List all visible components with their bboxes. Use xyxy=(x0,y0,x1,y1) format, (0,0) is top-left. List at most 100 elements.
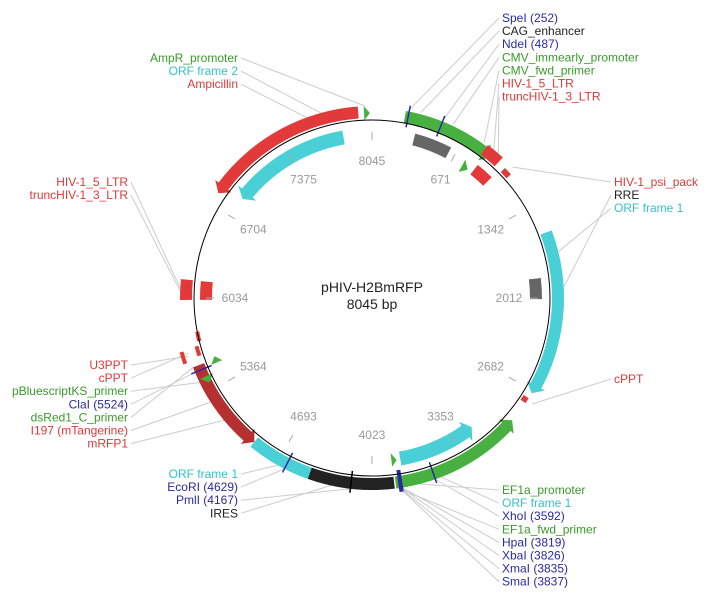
feature-label: HIV-1_5_LTR xyxy=(502,77,574,91)
feature-label: HIV-1_psi_pack xyxy=(614,175,699,189)
feature-label: Ampicillin xyxy=(187,77,238,91)
leader-line xyxy=(240,485,331,514)
feature-label: U3PPT xyxy=(89,358,128,372)
leader-line xyxy=(130,181,181,289)
feature-label: IRES xyxy=(210,506,238,520)
feature-label: cPPT xyxy=(99,371,129,385)
tick-label: 6704 xyxy=(240,223,267,237)
leader-line xyxy=(130,401,211,431)
leader-line xyxy=(493,83,500,150)
tick-label: 671 xyxy=(431,172,451,186)
feature-label: truncHIV-1_3_LTR xyxy=(502,90,601,104)
feature-label: ORF frame 1 xyxy=(169,467,239,481)
pbluescript-primer-mark xyxy=(200,373,213,383)
hiv-5-ltr-block xyxy=(480,144,503,167)
tick-mark xyxy=(450,154,456,162)
feature-label: XhoI (3592) xyxy=(502,509,565,523)
feature-label: pBluescriptKS_primer xyxy=(12,384,128,398)
tick-label: 5364 xyxy=(240,359,267,373)
leader-line xyxy=(402,487,500,543)
leader-line xyxy=(497,96,500,154)
feature-label: ORF frame 1 xyxy=(614,201,684,215)
feature-label: XbaI (3826) xyxy=(502,549,565,563)
feature-label: cPPT xyxy=(614,372,644,386)
orf-frame-1-lower-arc xyxy=(398,421,473,466)
ampicillin-arc xyxy=(215,106,359,194)
tick-label: 3353 xyxy=(427,410,454,424)
feature-label: XmaI (3835) xyxy=(502,562,568,576)
tick-mark xyxy=(508,214,517,220)
u3ppt-mark xyxy=(179,351,188,365)
tick-label: 2682 xyxy=(477,360,504,374)
leader-line xyxy=(442,43,500,121)
trunc-hiv-3-ltr-block xyxy=(470,164,492,186)
feature-label: truncHIV-1_3_LTR xyxy=(30,188,129,202)
feature-label: mRFP1 xyxy=(87,437,128,451)
tick-label: 8045 xyxy=(359,154,386,168)
leader-line xyxy=(483,70,500,143)
feature-label: CAG_enhancer xyxy=(502,24,585,38)
leader-line xyxy=(240,83,307,118)
tick-mark xyxy=(288,153,294,162)
leader-line xyxy=(240,464,278,475)
leader-line xyxy=(130,352,189,379)
orf-frame-2-arc xyxy=(238,130,345,201)
leader-line xyxy=(531,378,612,405)
tick-label: 7375 xyxy=(290,172,317,186)
leader-line xyxy=(435,478,500,517)
feature-label: NdeI (487) xyxy=(502,37,559,51)
orf-frame-1-left-arc xyxy=(250,437,312,479)
tick-label: 2012 xyxy=(496,291,523,305)
tick-mark xyxy=(450,434,456,443)
feature-label: EF1a_fwd_primer xyxy=(502,522,597,536)
leader-line xyxy=(558,207,612,253)
leader-line xyxy=(409,17,500,111)
feature-label: EcoRI (4629) xyxy=(167,480,238,494)
trunc-hiv-3-ltr-left-block xyxy=(200,281,213,300)
leader-line xyxy=(563,194,612,288)
ef1a-fwd-primer-mark xyxy=(390,452,397,467)
hiv-5-ltr-left-block xyxy=(180,279,193,301)
cag-enhancer-block xyxy=(412,133,452,159)
leader-line xyxy=(397,487,500,530)
tick-mark xyxy=(227,376,236,382)
leader-line xyxy=(240,57,366,107)
tick-label: 4023 xyxy=(359,428,386,442)
tick-mark xyxy=(288,434,294,443)
tick-mark xyxy=(508,376,516,382)
leader-line xyxy=(130,355,190,366)
ampr-promoter-mark xyxy=(363,106,370,121)
feature-label: EF1a_promoter xyxy=(502,483,585,497)
leader-line xyxy=(420,30,500,113)
feature-label: CMV_immearly_promoter xyxy=(502,50,639,64)
feature-label: ClaI (5524) xyxy=(69,397,128,411)
feature-label: ORF frame 2 xyxy=(169,64,239,78)
leader-line xyxy=(441,476,500,504)
mrfp1-arc xyxy=(192,363,255,444)
leader-lines xyxy=(130,17,612,583)
leader-line xyxy=(419,483,500,491)
leader-line xyxy=(240,468,285,488)
feature-arcs xyxy=(179,105,564,493)
feature-label: PmlI (4167) xyxy=(176,493,238,507)
cag-enhancer-arc xyxy=(403,111,491,161)
leader-line xyxy=(130,367,194,418)
leader-line xyxy=(240,488,351,501)
tick-labels: 8045671134220122682335340234693536460346… xyxy=(205,132,539,465)
feature-label: HpaI (3819) xyxy=(502,535,565,549)
leader-line xyxy=(399,487,500,583)
feature-label: AmpR_promoter xyxy=(150,51,238,65)
dsred-primer-mark xyxy=(211,356,223,365)
feature-label: CMV_fwd_primer xyxy=(502,63,595,77)
backbone-circle xyxy=(193,119,551,477)
tick-label: 6034 xyxy=(222,291,249,305)
leader-line xyxy=(240,70,322,114)
tick-mark xyxy=(227,214,236,220)
orf-frame-1-right-arc xyxy=(527,230,564,394)
leader-line xyxy=(130,419,225,445)
cmv-fwd-primer-mark xyxy=(458,159,468,172)
feature-label: I197 (mTangerine) xyxy=(31,424,128,438)
leader-line xyxy=(452,57,500,125)
feature-label: ORF frame 1 xyxy=(502,496,572,510)
